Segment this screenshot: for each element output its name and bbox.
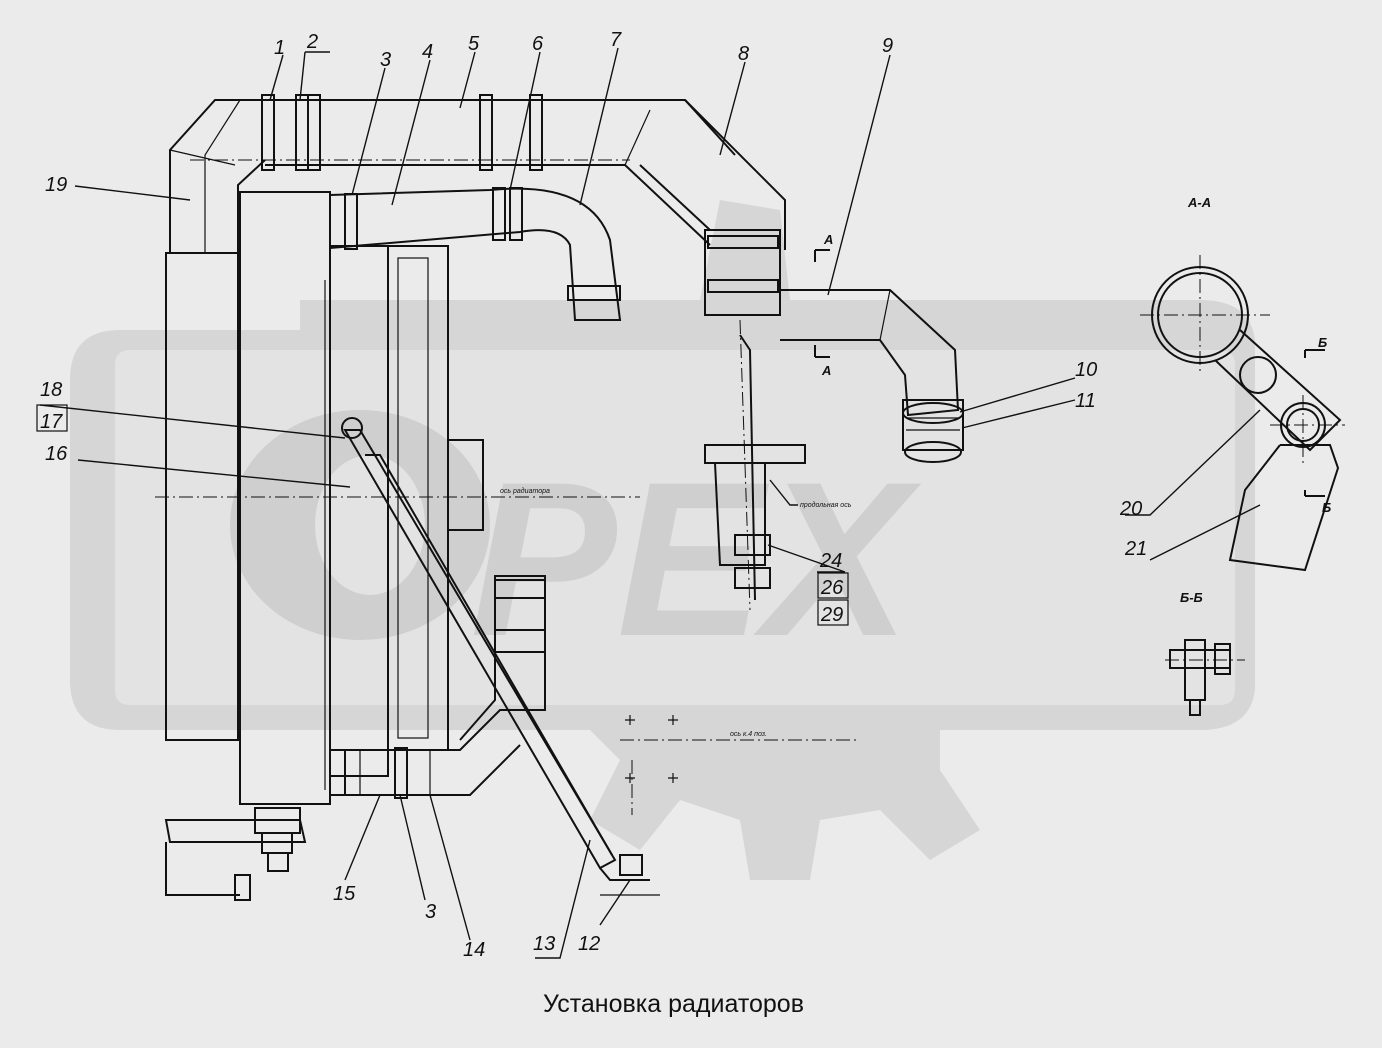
callout-numbers: 1 2 3 4 5 6 7 8 9 10 11 12 13 14 15 16 1…: [36, 29, 1147, 961]
callout-21: 21: [1124, 538, 1147, 560]
svg-text:продольная ось: продольная ось: [800, 501, 852, 509]
section-aa-view: А-А Б Б: [1140, 195, 1345, 572]
callout-9: 9: [882, 35, 893, 57]
drawing-title: Установка радиаторов: [543, 990, 804, 1018]
callout-8: 8: [738, 43, 749, 65]
callout-10: 10: [1075, 359, 1097, 381]
callout-13: 13: [533, 933, 555, 955]
svg-text:ось к.4 поз.: ось к.4 поз.: [730, 731, 767, 738]
bracket-assembly: [704, 319, 806, 611]
svg-text:А: А: [821, 363, 831, 378]
callout-2: 2: [306, 31, 318, 53]
right-connection-pipe: [704, 229, 964, 463]
svg-text:ось радиатора: ось радиатора: [500, 487, 550, 495]
section-a-markers: А А: [814, 232, 833, 378]
top-pipe-clamps: [261, 94, 543, 171]
svg-text:Б: Б: [1318, 335, 1327, 350]
upper-branch-pipe: [329, 187, 622, 321]
callout-7: 7: [610, 29, 622, 51]
callout-3: 3: [380, 49, 391, 71]
callout-18: 18: [40, 379, 62, 401]
callout-12: 12: [578, 933, 600, 955]
top-pipe: [190, 99, 786, 250]
leader-lines: [39, 47, 1261, 959]
callout-19: 19: [45, 174, 67, 196]
callout-3-lower: 3: [425, 901, 436, 923]
callout-15: 15: [333, 883, 356, 905]
callout-6: 6: [532, 33, 544, 55]
watermark-o-inner: [315, 455, 425, 595]
section-bb-view: Б-Б: [1165, 590, 1245, 716]
callout-26: 26: [820, 577, 844, 599]
callout-5: 5: [468, 33, 480, 55]
pex-watermark: PEX: [70, 200, 1255, 880]
lower-mount: [164, 807, 307, 901]
callout-16: 16: [45, 443, 68, 465]
callout-29: 29: [820, 604, 843, 626]
callout-20: 20: [1119, 498, 1142, 520]
center-axis-lines: ось радиатора ось к.4 поз. продольная ос…: [155, 487, 860, 896]
svg-text:Б: Б: [1322, 500, 1331, 515]
callout-4: 4: [422, 41, 433, 63]
callout-1: 1: [274, 37, 285, 59]
callout-14: 14: [463, 939, 485, 961]
watermark-pex-text: PEX: [470, 436, 921, 682]
svg-text:Б-Б: Б-Б: [1180, 590, 1203, 605]
callout-11: 11: [1075, 390, 1096, 412]
brace-rod: [341, 417, 650, 881]
lower-pipe: [330, 575, 546, 799]
svg-text:А: А: [823, 232, 833, 247]
callout-17: 17: [40, 411, 63, 433]
svg-text:А-А: А-А: [1187, 195, 1211, 210]
callout-24: 24: [819, 550, 842, 572]
